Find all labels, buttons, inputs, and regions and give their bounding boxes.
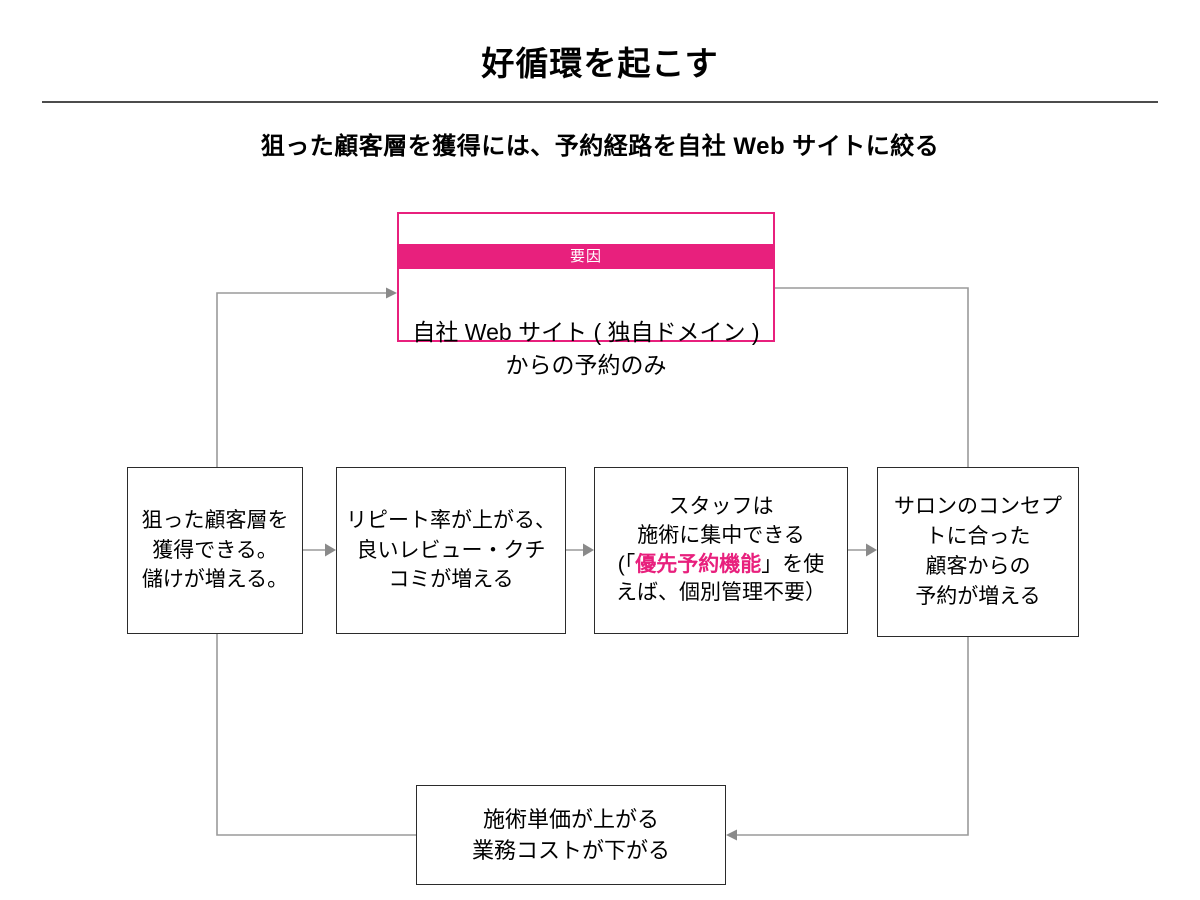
node-staff-line3: (「優先予約機能」を使	[618, 551, 825, 580]
node-staff-line4: えば、個別管理不要）	[616, 581, 826, 605]
edge-repeat-to-staff	[566, 543, 594, 557]
node-staff-highlight: 優先予約機能	[635, 552, 762, 576]
node-staff-line1: スタッフは	[668, 495, 774, 519]
edge-concept-to-cost	[726, 637, 969, 841]
node-repeat[interactable]: リピート率が上がる、 良いレビュー・クチ コミが増える	[336, 467, 566, 634]
edge-customer-to-cause	[216, 287, 397, 467]
page-title: 好循環を起こす	[481, 45, 719, 82]
title-divider	[42, 101, 1158, 103]
node-staff-line3-prefix: (「	[617, 552, 636, 576]
node-customer[interactable]: 狙った顧客層を 獲得できる。 儲けが増える。	[127, 467, 303, 634]
node-staff-line2: 施術に集中できる	[637, 523, 805, 547]
node-cost[interactable]: 施術単価が上がる 業務コストが下がる	[416, 785, 726, 885]
node-concept-text: サロンのコンセプ トに合った 顧客からの 予約が増える	[894, 495, 1062, 608]
node-cause[interactable]: 要因 自社 Web サイト ( 独自ドメイン ) からの予約のみ	[397, 212, 775, 378]
node-cost-text: 施術単価が上がる 業務コストが下がる	[471, 806, 670, 863]
edge-staff-to-concept	[848, 543, 877, 557]
edge-cause-to-concept	[775, 287, 969, 467]
edge-customer-to-repeat	[303, 543, 336, 557]
node-staff[interactable]: スタッフは 施術に集中できる (「優先予約機能」を使 えば、個別管理不要）	[594, 467, 848, 634]
node-concept[interactable]: サロンのコンセプ トに合った 顧客からの 予約が増える	[877, 467, 1079, 637]
node-customer-text: 狙った顧客層を 獲得できる。 儲けが増える。	[141, 508, 289, 592]
node-cause-body: 自社 Web サイト ( 独自ドメイン ) からの予約のみ	[412, 318, 760, 379]
page-subtitle: 狙った顧客層を獲得には、予約経路を自社 Web サイトに絞る	[260, 133, 940, 160]
edge-cost-to-customer	[216, 634, 416, 836]
node-repeat-text: リピート率が上がる、 良いレビュー・クチ コミが増える	[346, 508, 556, 592]
node-staff-line3-suffix: 」を使	[761, 552, 825, 576]
node-cause-header: 要因	[399, 243, 773, 269]
